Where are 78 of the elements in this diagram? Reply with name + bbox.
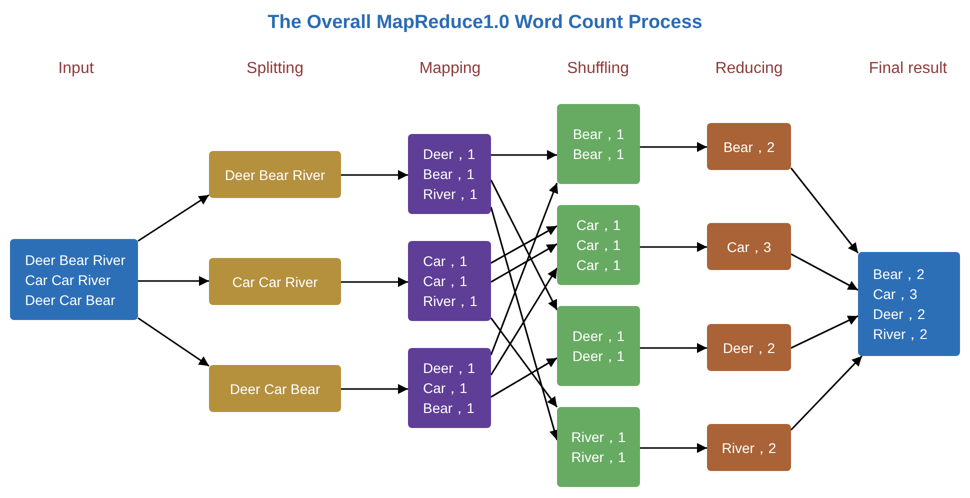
word-text: Car Car River — [232, 272, 318, 292]
column-heading: Input — [58, 60, 94, 78]
word-text: River，1 — [423, 292, 478, 311]
word-text: Car，1 — [576, 256, 621, 275]
word-text: Bear，2 — [723, 138, 775, 156]
reduce-box — [707, 223, 791, 270]
column-heading: Final result — [868, 60, 948, 78]
word-text: Bear，1 — [423, 165, 474, 184]
word-text: Bear，1 — [572, 125, 624, 144]
arrow — [790, 355, 863, 431]
reduce-box — [707, 324, 791, 371]
word-text: River，1 — [571, 428, 626, 447]
reduce-box — [707, 424, 791, 471]
column-heading: Splitting — [246, 60, 304, 78]
word-text: Deer，1 — [572, 347, 625, 366]
map-box — [408, 134, 491, 214]
word-text: Car，1 — [423, 272, 468, 291]
word-text: River，2 — [873, 325, 928, 344]
arrow — [640, 142, 707, 152]
word-text: Car，1 — [423, 252, 468, 271]
word-text: Deer，1 — [423, 145, 476, 164]
arrow — [490, 182, 558, 356]
arrow — [341, 384, 408, 394]
arrow — [138, 194, 210, 242]
word-text: Deer，2 — [873, 305, 926, 324]
word-text: Deer，2 — [722, 338, 776, 358]
shuffle-box — [557, 104, 640, 184]
arrow — [341, 170, 408, 180]
arrow — [138, 317, 210, 367]
map-box — [408, 348, 491, 428]
input-box — [10, 239, 138, 320]
column-heading: Mapping — [419, 60, 481, 78]
arrow — [640, 343, 707, 353]
arrow — [640, 443, 707, 453]
arrow — [138, 276, 209, 286]
word-text: Deer Bear River — [224, 166, 326, 184]
word-text: Deer Car Bear — [230, 380, 320, 398]
shuffle-box — [557, 205, 640, 285]
arrow — [790, 253, 858, 291]
arrow — [490, 225, 558, 264]
arrow — [491, 150, 557, 160]
arrow — [490, 206, 560, 440]
word-text: Car Car River — [25, 270, 111, 290]
arrow — [490, 268, 558, 376]
arrow — [341, 277, 408, 287]
word-text: Deer Car Bear — [25, 290, 116, 310]
split-box — [209, 151, 341, 198]
arrow — [790, 168, 859, 254]
arrow — [490, 180, 558, 310]
word-text: Bear，1 — [572, 145, 624, 164]
result-box — [858, 252, 960, 356]
word-text: Bear，2 — [873, 265, 924, 284]
reduce-box — [707, 123, 791, 170]
arrow — [490, 318, 558, 408]
split-box — [209, 365, 341, 412]
word-text: Car，3 — [726, 238, 772, 256]
arrow — [790, 315, 858, 349]
word-text: Deer，1 — [423, 359, 476, 378]
arrow — [490, 357, 558, 398]
shuffle-box — [557, 407, 640, 487]
word-text: Car，1 — [576, 236, 621, 255]
column-heading: Shuffling — [567, 60, 629, 78]
split-box — [209, 258, 341, 305]
word-text: Car，1 — [423, 379, 468, 398]
word-text: Deer Bear River — [25, 250, 126, 270]
shuffle-box — [557, 306, 640, 386]
column-heading: Reducing — [715, 60, 783, 78]
word-text: Deer，1 — [572, 327, 625, 346]
diagram-title: The Overall MapReduce1.0 Word Count Process — [266, 12, 704, 34]
word-text: Bear，1 — [423, 399, 474, 418]
word-text: Car，1 — [576, 216, 621, 235]
word-text: River，1 — [571, 448, 626, 467]
word-text: River，2 — [722, 438, 776, 458]
arrow — [490, 243, 558, 283]
arrow — [640, 242, 707, 252]
word-text: Car，3 — [873, 285, 918, 304]
word-text: River，1 — [423, 185, 478, 204]
map-box — [408, 241, 491, 321]
